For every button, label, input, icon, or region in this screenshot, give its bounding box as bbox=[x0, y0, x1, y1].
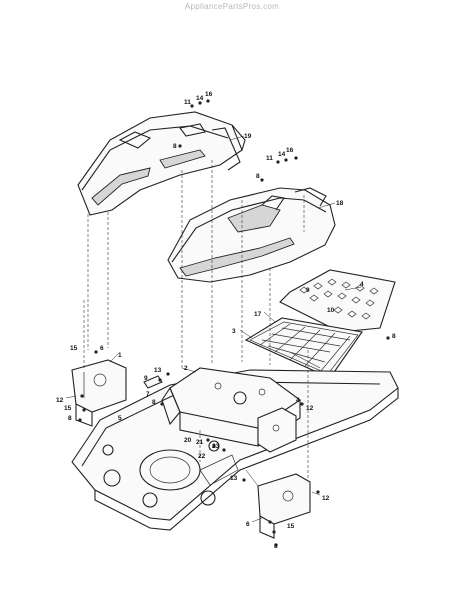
callout-label: 1 bbox=[118, 352, 122, 359]
callout-label: 17 bbox=[254, 311, 262, 318]
callout-label: 5 bbox=[118, 415, 122, 422]
callout-label: 16 bbox=[286, 147, 294, 154]
callout-label: 12 bbox=[306, 405, 314, 412]
callout-label: 6 bbox=[246, 521, 250, 528]
part-18-seat-pan[interactable] bbox=[167, 187, 336, 283]
part-frame[interactable] bbox=[71, 369, 399, 531]
fasteners bbox=[78, 99, 390, 547]
callout-label: 21 bbox=[196, 439, 204, 446]
callout-label: 3 bbox=[232, 328, 236, 335]
callout-label: 2 bbox=[184, 365, 188, 372]
callout-label: 16 bbox=[205, 91, 213, 98]
callout-label: 9 bbox=[144, 375, 148, 382]
callout-label: 15 bbox=[70, 345, 78, 352]
callout-label: 23 bbox=[212, 443, 220, 450]
callout-label: 15 bbox=[287, 523, 295, 530]
callout-label: 12 bbox=[56, 397, 64, 404]
callout-label: 8 bbox=[392, 333, 396, 340]
part-4-diamond-plate[interactable] bbox=[279, 269, 396, 333]
part-7-clip[interactable] bbox=[143, 375, 163, 389]
callout-label: 9 bbox=[306, 287, 310, 294]
callout-label: 15 bbox=[64, 405, 72, 412]
part-19-upper-console[interactable] bbox=[77, 111, 246, 216]
callout-label: 12 bbox=[322, 495, 330, 502]
callout-label: 11 bbox=[266, 155, 273, 162]
callout-label: 4 bbox=[360, 281, 364, 288]
callout-label: 8 bbox=[274, 543, 278, 550]
callout-label: 4 bbox=[296, 397, 300, 404]
callout-label: 14 bbox=[278, 151, 286, 158]
callout-label: 6 bbox=[100, 345, 104, 352]
part-2-mount-plate[interactable] bbox=[161, 367, 301, 447]
callout-label: 22 bbox=[198, 453, 206, 460]
callout-label: 8 bbox=[152, 399, 156, 406]
callout-label: 13 bbox=[154, 367, 162, 374]
callout-label: 7 bbox=[146, 391, 150, 398]
callout-label: 10 bbox=[327, 307, 335, 314]
part-1-left-bracket[interactable] bbox=[71, 359, 127, 427]
part-6-right-bracket[interactable] bbox=[257, 473, 311, 539]
part-23-bracket[interactable] bbox=[257, 407, 297, 453]
callout-label: 13 bbox=[230, 475, 238, 482]
callout-label: 11 bbox=[184, 99, 191, 106]
callout-label: 18 bbox=[336, 200, 344, 207]
callout-label: 19 bbox=[244, 133, 252, 140]
watermark: AppliancePartsPros.com bbox=[184, 2, 280, 11]
callout-label: 14 bbox=[196, 95, 204, 102]
callout-label: 8 bbox=[68, 415, 72, 422]
callout-label: 20 bbox=[184, 437, 192, 444]
callout-label: 8 bbox=[256, 173, 260, 180]
callout-labels: 11 14 16 19 8 11 14 16 8 18 4 9 10 17 3 … bbox=[56, 91, 396, 550]
leader-lines bbox=[65, 135, 362, 523]
callout-label: 8 bbox=[173, 143, 177, 150]
alignment-lines bbox=[83, 160, 309, 480]
